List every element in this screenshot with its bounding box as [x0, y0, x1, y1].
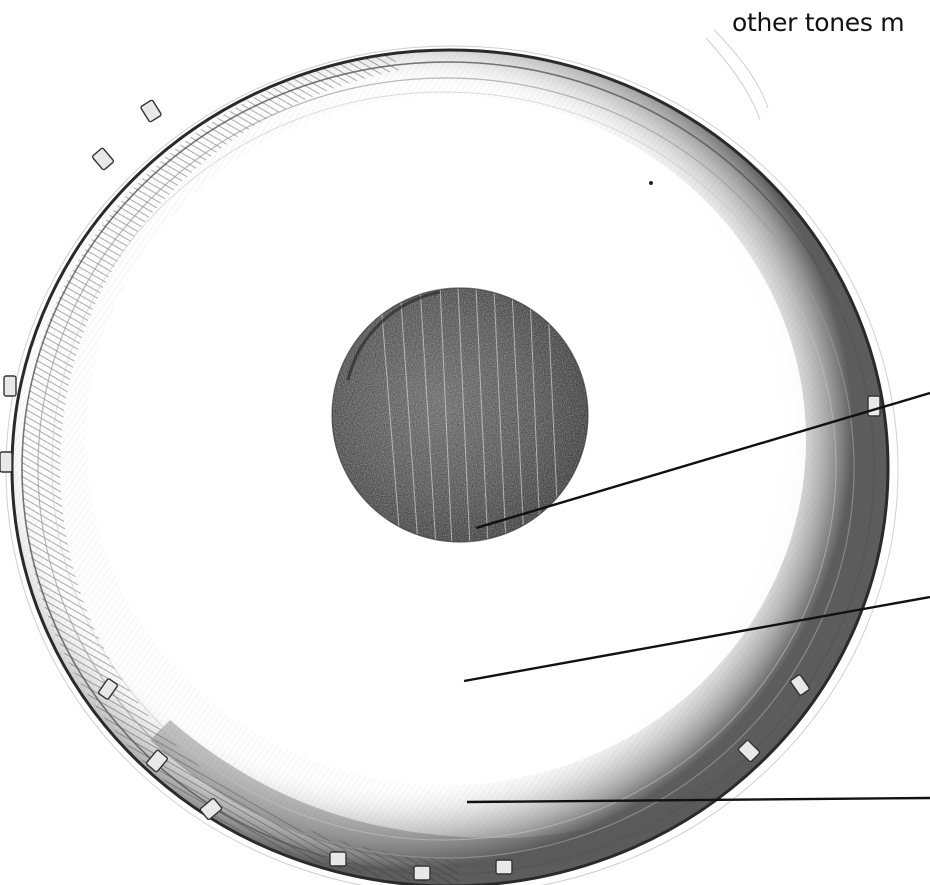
speck-mark — [649, 181, 653, 185]
caption-text: other tones m — [732, 8, 904, 38]
